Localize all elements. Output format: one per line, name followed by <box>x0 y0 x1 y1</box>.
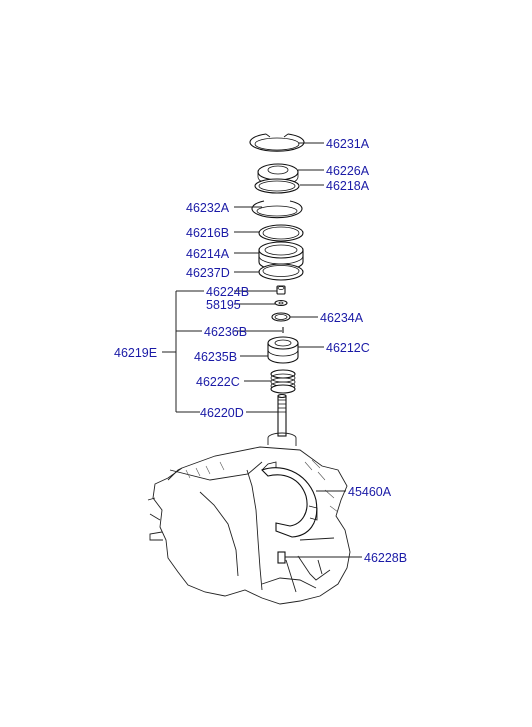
rod-46220D <box>277 393 287 437</box>
label-46222C: 46222C <box>196 375 240 389</box>
nut-46224B <box>276 285 286 295</box>
label-46219E: 46219E <box>114 346 157 360</box>
leader-lines <box>162 142 362 558</box>
label-46224B: 46224B <box>206 285 249 299</box>
label-46237D: 46237D <box>186 266 230 280</box>
o-ring-46234A <box>271 312 291 322</box>
o-ring-46216B <box>258 224 304 242</box>
label-46234A: 46234A <box>320 311 364 325</box>
label-58195: 58195 <box>206 298 241 312</box>
o-ring-46218A <box>254 178 300 194</box>
label-46232A: 46232A <box>186 201 230 215</box>
label-46218A: 46218A <box>326 179 370 193</box>
label-46226A: 46226A <box>326 164 370 178</box>
seal-ring-46237D <box>258 263 304 281</box>
label-46236B: 46236B <box>204 325 247 339</box>
label-46220D: 46220D <box>200 406 244 420</box>
label-46235B: 46235B <box>194 350 237 364</box>
transmission-housing <box>147 432 351 605</box>
brake-band-45460A <box>260 461 318 538</box>
label-46228B: 46228B <box>364 551 407 565</box>
piston-46212C <box>267 336 299 364</box>
snap-ring-46232A <box>251 200 303 219</box>
label-45460A: 45460A <box>348 485 392 499</box>
washer-58195 <box>274 299 288 307</box>
label-46216B: 46216B <box>186 226 229 240</box>
pin-46228B <box>277 551 286 564</box>
snap-ring-46231A <box>249 133 305 152</box>
spring-46222C <box>270 369 296 394</box>
label-46212C: 46212C <box>326 341 370 355</box>
label-46231A: 46231A <box>326 137 370 151</box>
label-46214A: 46214A <box>186 247 230 261</box>
